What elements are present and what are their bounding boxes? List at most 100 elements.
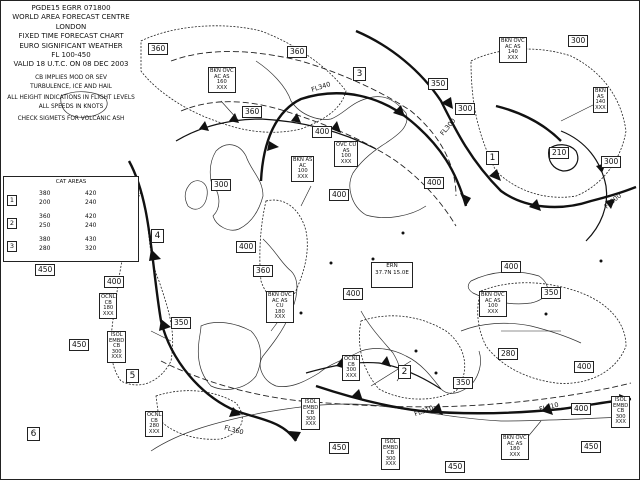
- scallop-southeast: [477, 282, 627, 384]
- flight-level-box: 360: [148, 43, 169, 55]
- jet-south: [315, 384, 632, 415]
- cat-top2: 420: [85, 213, 97, 220]
- jet-main: [127, 160, 298, 442]
- wind-flag-1: [149, 249, 161, 261]
- cloud-box-isol-east: ISOL EMBD CB 300 XXX: [611, 396, 631, 428]
- volcano-name: ERN: [386, 263, 398, 269]
- flight-level-box: 300: [568, 35, 589, 47]
- front-triangle-4: [331, 121, 341, 133]
- city-dot-7: [434, 371, 438, 375]
- cloud-box-center: BKN OVC AC AS CU 180 XXX: [266, 291, 294, 323]
- cloud-text: 140: [507, 49, 518, 56]
- flight-level-box: 400: [312, 126, 333, 138]
- coastline-ireland: [184, 180, 208, 210]
- front-south: [305, 361, 442, 390]
- city-dot-8: [599, 259, 603, 263]
- jet-arrowhead-2: [460, 193, 471, 206]
- cloud-text: BKN OVC: [210, 68, 234, 74]
- flight-level-box: 400: [343, 288, 364, 300]
- chart-header: PGDE15 EGRR 071800 WORLD AREA FORECAST C…: [3, 4, 139, 124]
- flight-level-box: 400: [574, 361, 595, 373]
- note-turb: TURBULENCE, ICE and HAIL: [30, 83, 112, 90]
- cloud-box-right: BKN OVC AC AS 100 XXX: [479, 291, 507, 318]
- cloud-text: XXX: [297, 173, 308, 180]
- flight-level-box: 350: [428, 78, 449, 90]
- flight-level-box: 280: [498, 348, 519, 360]
- cloud-box-ocnl-south: OCNL CB 280 XXX: [145, 411, 164, 438]
- cloud-box-north-cu: OVC CU AS 100 XXX: [334, 141, 359, 168]
- wind-flag-8: [529, 199, 541, 211]
- flight-level-box: 210: [549, 147, 570, 159]
- chart-centre: WORLD AREA FORECAST CENTRE: [12, 13, 130, 22]
- cat-bottom: 250: [39, 222, 51, 229]
- wind-flag-2: [159, 319, 171, 331]
- cloud-text: XXX: [615, 419, 626, 426]
- cloud-text: XXX: [111, 354, 122, 361]
- flight-level-box: 360: [253, 265, 274, 277]
- cloud-text: BKN OVC: [501, 38, 525, 44]
- cat-bottom: 280: [39, 245, 51, 252]
- callout-2: [300, 185, 312, 207]
- cloud-box-embd-west: ISOL EMBD CB 300 XXX: [107, 331, 127, 363]
- cloud-text: XXX: [305, 421, 316, 428]
- cloud-text: CB: [617, 408, 625, 415]
- cat-row-id: 1: [7, 195, 17, 206]
- cloud-text: BKN AS: [293, 157, 313, 163]
- wind-flag-11: [541, 403, 553, 415]
- cloud-text: AC AS: [485, 297, 501, 304]
- cloud-box-isol-south: ISOL EMBD CB 300 XXX: [301, 398, 321, 430]
- scallop-north: [140, 25, 347, 133]
- cloud-text: XXX: [340, 158, 352, 165]
- city-dot-4: [544, 312, 548, 316]
- cloud-text: XXX: [509, 451, 521, 458]
- scallop-west: [110, 189, 174, 386]
- flight-level-box: 400: [571, 403, 592, 415]
- cat-areas-title: CAT AREAS: [55, 179, 87, 185]
- cloud-text: EMBD: [383, 444, 399, 451]
- cat-bottom2: 240: [85, 199, 97, 206]
- cat-boundaries: [160, 51, 632, 408]
- flight-level-box: 450: [329, 442, 350, 454]
- wind-flag-10: [431, 403, 443, 415]
- flight-level-box: 400: [424, 177, 445, 189]
- area-label: 1: [486, 151, 499, 165]
- cat-row-3: 3 380 280 430 320: [7, 235, 137, 255]
- city-dot-3: [371, 257, 375, 261]
- cloud-text: 300: [346, 367, 357, 374]
- cloud-text: ISOL: [110, 332, 123, 338]
- front-cyclone: [548, 144, 579, 172]
- flight-level-box: 360: [242, 106, 263, 118]
- cloud-text: CB: [104, 299, 112, 306]
- cloud-text: 180: [274, 308, 285, 315]
- cat-boundary-south: [160, 360, 632, 408]
- cloud-text: 300: [385, 455, 396, 462]
- cat-bottom: 200: [39, 199, 51, 206]
- area-label: 4: [151, 229, 164, 243]
- cloud-text: 140: [595, 99, 606, 106]
- jet-arrowhead-1: [289, 431, 301, 441]
- area-label: 2: [398, 365, 411, 379]
- cloud-text: 100: [341, 153, 352, 160]
- cloud-text: XXX: [148, 428, 160, 435]
- flight-level-box: 450: [445, 461, 466, 473]
- cloud-text: CB: [307, 410, 315, 417]
- coastline-italy: [360, 310, 401, 382]
- cloud-text: XXX: [345, 372, 357, 379]
- coastline-europe: [259, 238, 481, 394]
- note-volcanic: CHECK SIGMETS FOR VOLCANIC ASH: [17, 115, 125, 122]
- cloud-text: XXX: [274, 314, 286, 321]
- cloud-text: ISOL: [614, 397, 627, 403]
- chart-valid: VALID 18 U.T.C. ON 08 DEC 2003: [13, 60, 129, 69]
- cat-top: 380: [39, 236, 51, 243]
- front-triangle-8: [605, 199, 615, 209]
- cloud-areas: [110, 25, 627, 440]
- cloud-box-ocnl-centre: OCNL CB 300 XXX: [342, 355, 361, 382]
- city-dot-5: [299, 311, 303, 315]
- coastline-scandinavia: [255, 60, 427, 218]
- scallop-southwest: [155, 390, 243, 440]
- cloud-text: EMBD: [109, 337, 125, 344]
- volcano-box: ERN 37.7N 15.0E: [371, 262, 413, 288]
- flight-level-box: 300: [211, 179, 232, 191]
- note-speeds: ALL SPEEDS IN KNOTS: [38, 103, 104, 110]
- chart-type: FIXED TIME FORECAST CHART: [18, 32, 124, 41]
